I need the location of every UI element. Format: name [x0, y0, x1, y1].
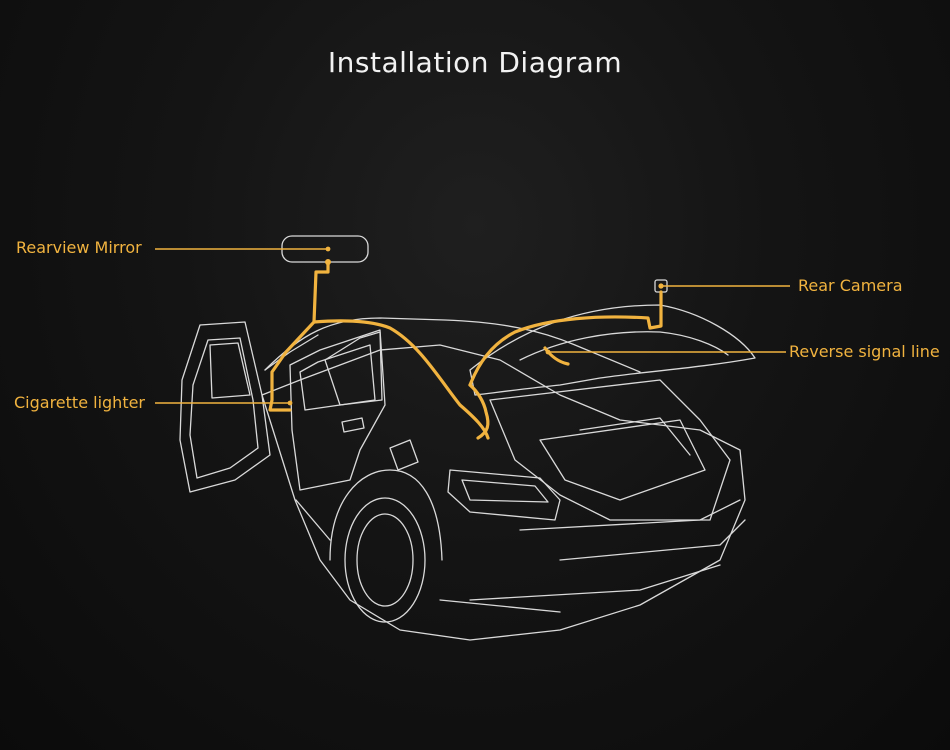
- wire-camera-to-trunk: [468, 290, 663, 387]
- car-front-door-inner: [189, 337, 259, 479]
- car-a-pillar: [264, 334, 319, 371]
- car-wheel-arch: [329, 469, 443, 561]
- callout-rearview-mirror: Rearview Mirror: [16, 238, 142, 257]
- car-trunk-inner: [579, 417, 691, 456]
- callout-rear-camera: Rear Camera: [798, 276, 903, 295]
- car-front-door-window: [209, 342, 251, 399]
- car-quarter-window: [324, 331, 383, 406]
- car-trunk-floor: [539, 419, 706, 501]
- car-trunk-opening: [489, 379, 731, 521]
- wire-mirror-to-roof: [312, 319, 490, 440]
- car-rear-door: [289, 329, 386, 491]
- car-rear-door-window: [299, 344, 376, 411]
- callout-reverse-signal-line: Reverse signal line: [789, 342, 940, 361]
- car-body-side: [261, 344, 746, 641]
- car-roof-line: [264, 317, 641, 373]
- leader-dot-mirror: [325, 246, 331, 252]
- leader-dot-lighter: [287, 400, 293, 406]
- car-rear-bumper-lower: [469, 564, 721, 601]
- wire-mirror-to-lighter: [268, 260, 330, 412]
- car-front-door: [179, 321, 271, 493]
- car-fuel-cap: [389, 439, 419, 471]
- car-trunk-lid: [469, 304, 756, 396]
- car-door-handle: [341, 417, 365, 433]
- car-rear-wheel: [344, 497, 426, 623]
- callout-cigarette-lighter: Cigarette lighter: [14, 393, 146, 412]
- car-lower-sill: [295, 499, 561, 613]
- diagram-title: Installation Diagram: [327, 46, 623, 79]
- car-rear-wheel-inner: [356, 513, 414, 607]
- wire-reverse-signal: [543, 346, 570, 366]
- wire-trunk-to-cabin: [468, 383, 490, 440]
- car-taillight-inner: [461, 479, 549, 503]
- car-rear-bumper: [519, 499, 746, 561]
- car-outline: [179, 304, 756, 641]
- car-trunk-lid-inner: [519, 331, 729, 361]
- car-taillight: [447, 469, 561, 521]
- leader-dot-reverse: [545, 349, 551, 355]
